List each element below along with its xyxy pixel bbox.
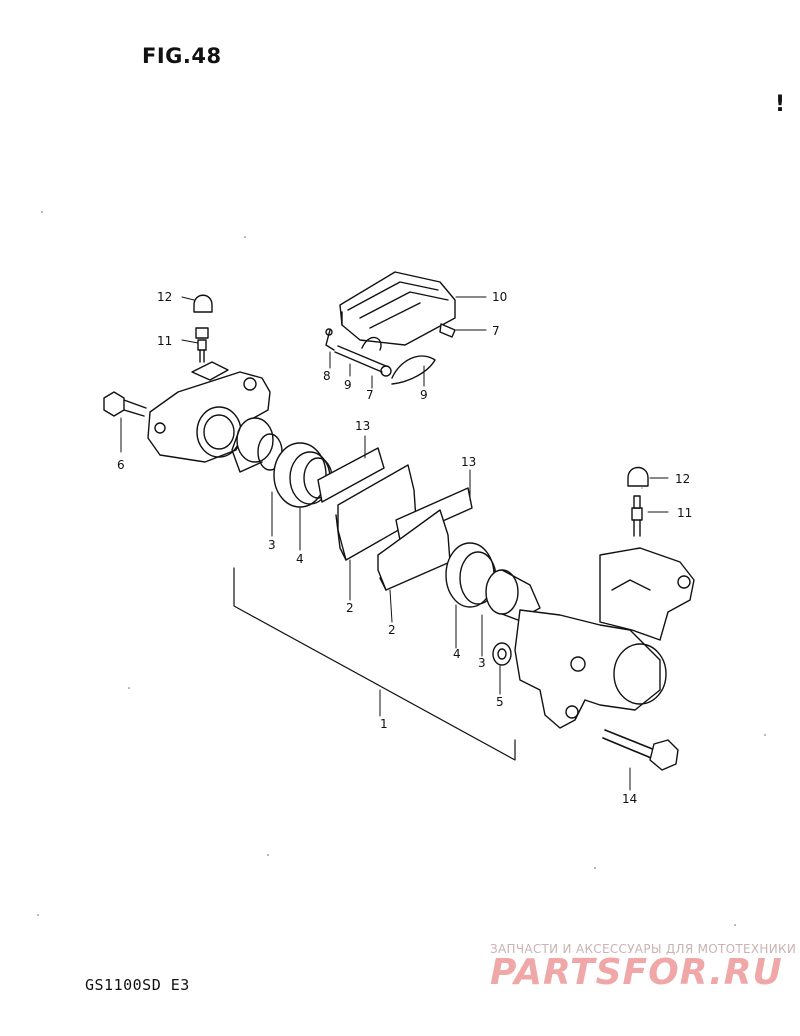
bleeder-cap-left-part xyxy=(193,294,213,313)
cover-bolt-part xyxy=(439,323,456,338)
callout-9a: 9 xyxy=(344,378,352,392)
callout-4b: 4 xyxy=(453,647,461,661)
pad-spring-part xyxy=(361,336,436,385)
callout-3a: 3 xyxy=(268,538,276,552)
callout-9b: 9 xyxy=(420,388,428,402)
callout-4a: 4 xyxy=(296,552,304,566)
callout-labels: 1 2 2 3 3 4 4 5 6 7 7 8 9 9 10 11 11 12 … xyxy=(117,290,692,806)
assembly-bracket xyxy=(233,567,516,761)
callout-3b: 3 xyxy=(478,656,486,670)
callout-2a: 2 xyxy=(346,601,354,615)
bleeder-valve-left-part xyxy=(195,327,209,363)
bleeder-cap-right-part xyxy=(627,466,649,487)
piston-right-part xyxy=(485,569,541,621)
callout-13b: 13 xyxy=(461,455,476,469)
notice-mark: ! xyxy=(775,92,786,117)
watermark-logo: PARTSFOR.RU xyxy=(490,952,783,993)
callout-11a: 11 xyxy=(157,334,172,348)
scan-specks xyxy=(37,211,766,926)
mounting-bolt-small-part xyxy=(103,391,147,417)
watermark-tagline: ЗАПЧАСТИ И АКСЕССУАРЫ ДЛЯ МОТОТЕХНИКИ xyxy=(490,942,797,956)
caliper-inner-half-part xyxy=(514,547,695,729)
callout-1: 1 xyxy=(380,717,388,731)
callout-12b: 12 xyxy=(675,472,690,486)
pad-cover-part xyxy=(339,271,456,346)
callout-2b: 2 xyxy=(388,623,396,637)
bleeder-valve-right-part xyxy=(631,495,643,537)
pad-shim-left-part xyxy=(317,447,385,503)
callout-7b: 7 xyxy=(366,388,374,402)
callout-8: 8 xyxy=(323,369,331,383)
callout-7a: 7 xyxy=(492,324,500,338)
callout-11b: 11 xyxy=(677,506,692,520)
sealing-washer-part xyxy=(492,642,512,666)
pad-pin-part xyxy=(334,345,392,377)
leader-lines xyxy=(120,296,669,791)
callout-12a: 12 xyxy=(157,290,172,304)
callout-10: 10 xyxy=(492,290,507,304)
model-label: GS1100SD E3 xyxy=(85,976,190,994)
pin-clip-part xyxy=(325,328,335,351)
callout-6: 6 xyxy=(117,458,125,472)
callout-5: 5 xyxy=(496,695,504,709)
callout-13a: 13 xyxy=(355,419,370,433)
figure-title: FIG.48 xyxy=(142,44,222,68)
callout-14: 14 xyxy=(622,792,637,806)
mounting-bolt-long-part xyxy=(602,729,679,771)
